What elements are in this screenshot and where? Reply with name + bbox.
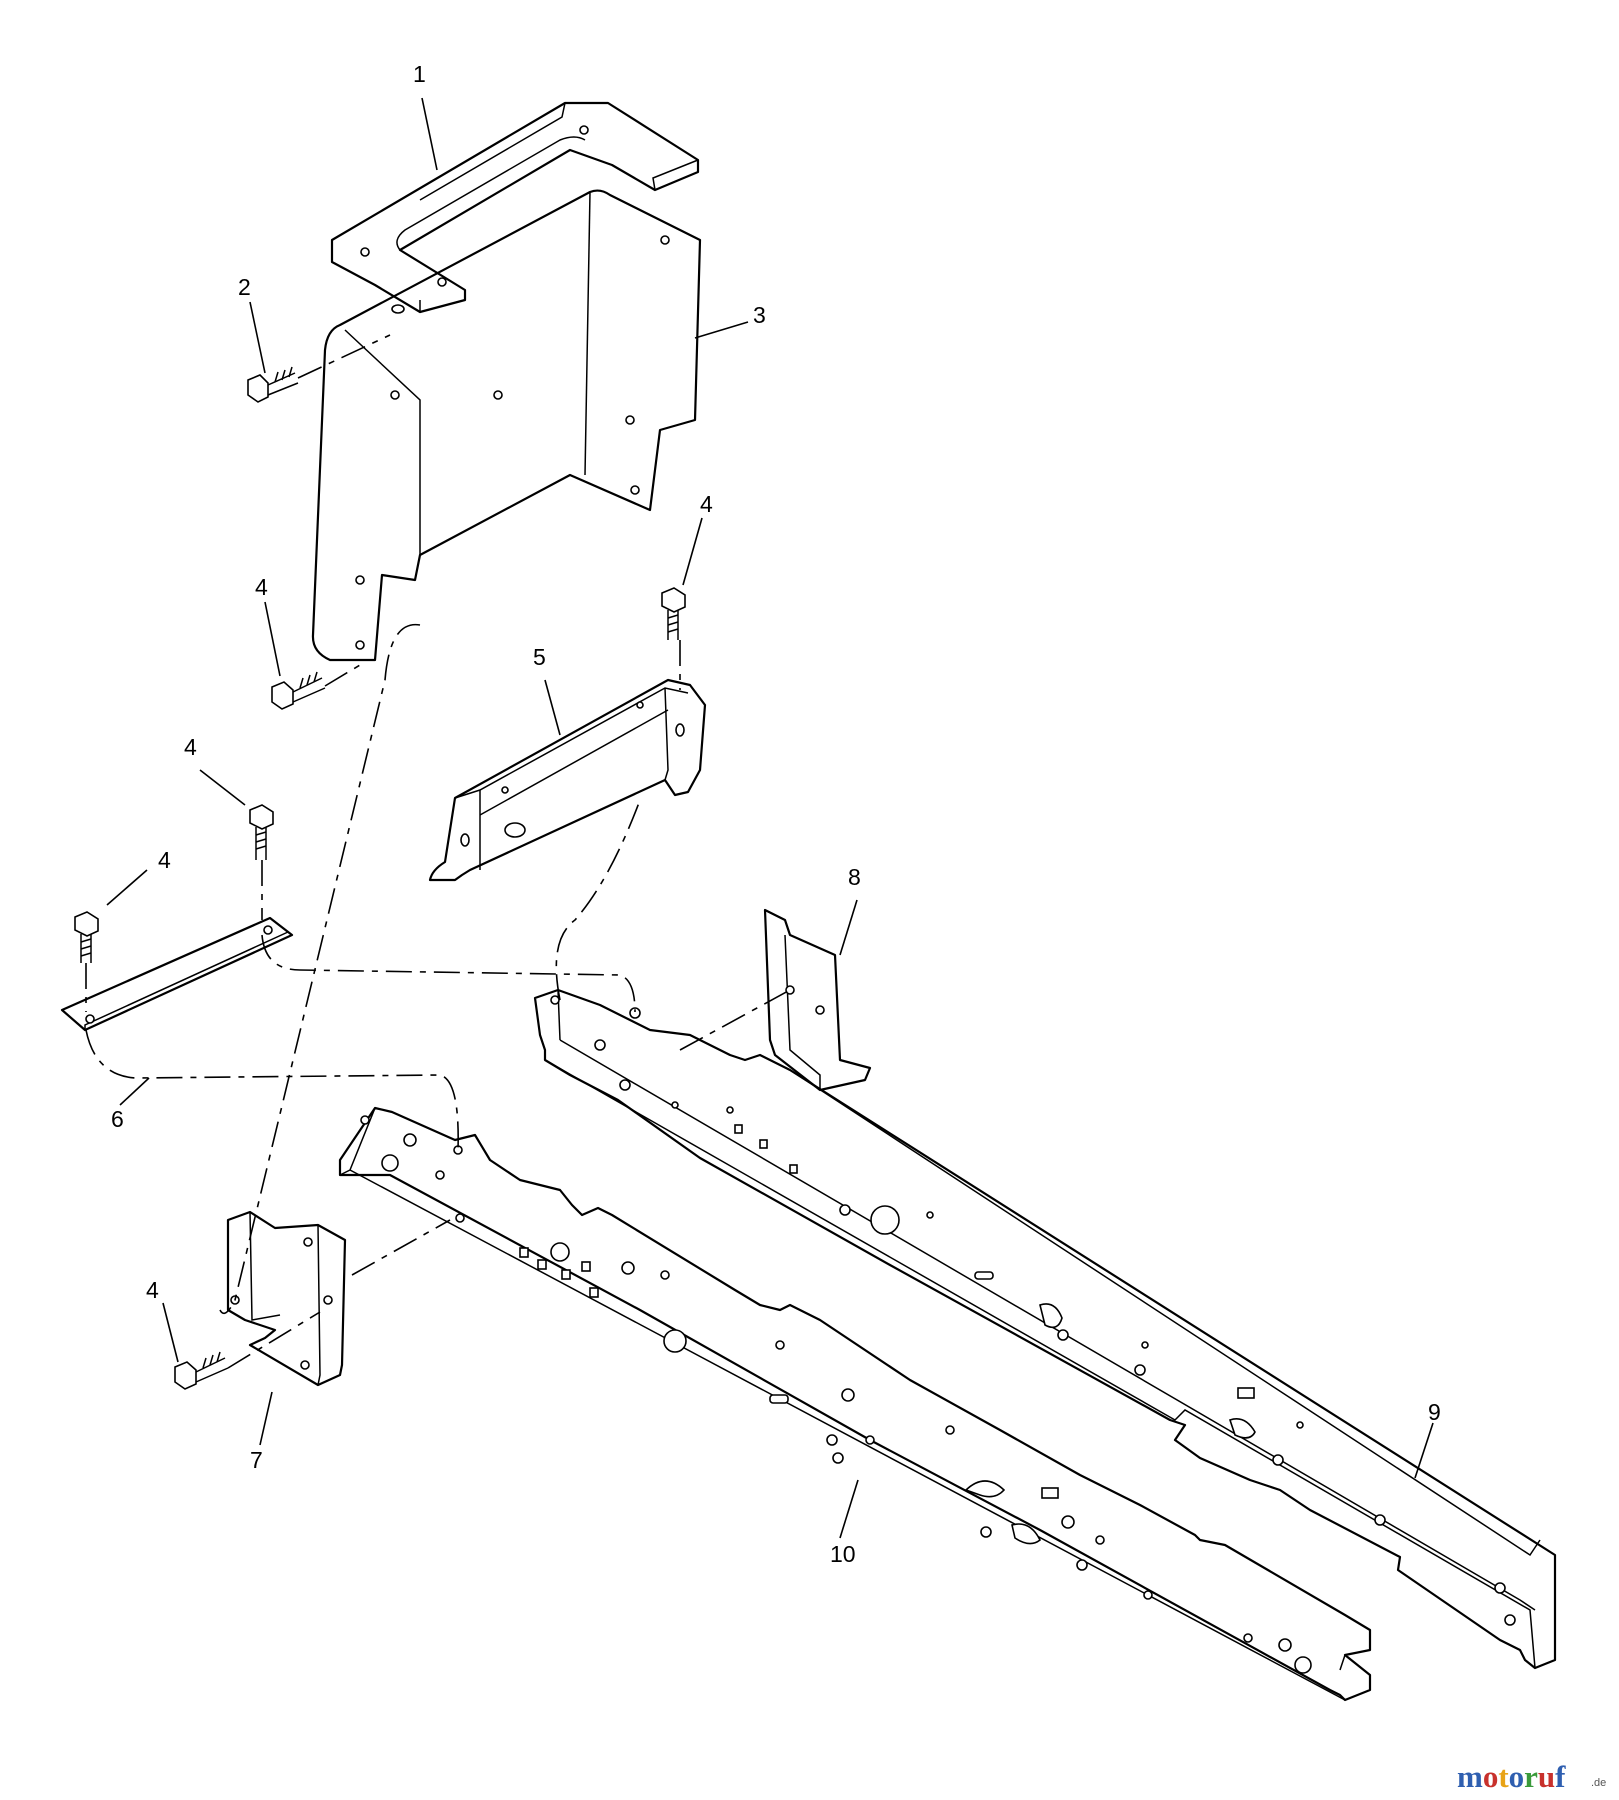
part-1-top-bracket bbox=[330, 101, 700, 314]
wm-letter: o bbox=[1509, 1759, 1525, 1794]
bolt-4-strap-left bbox=[74, 911, 99, 963]
bolt-4-bracket-7 bbox=[174, 1351, 229, 1390]
watermark-logo: motoruf .de bbox=[1457, 1759, 1606, 1794]
callout-8: 8 bbox=[848, 864, 861, 890]
callout-5: 5 bbox=[533, 644, 546, 670]
callout-1: 1 bbox=[413, 61, 426, 87]
svg-text:motoruf: motoruf bbox=[1457, 1759, 1566, 1794]
wm-letter: o bbox=[1483, 1759, 1499, 1794]
wm-letter: t bbox=[1498, 1759, 1509, 1794]
wm-letter: u bbox=[1538, 1759, 1555, 1794]
callout-4-strap-right: 4 bbox=[184, 734, 197, 760]
callout-7: 7 bbox=[250, 1447, 263, 1473]
part-6-strap bbox=[60, 916, 294, 1032]
callout-2: 2 bbox=[238, 274, 251, 300]
part-8-bracket bbox=[763, 908, 872, 1092]
callout-10: 10 bbox=[830, 1541, 856, 1567]
wm-letter: r bbox=[1524, 1759, 1538, 1794]
callout-labels: 1 2 3 4 4 5 4 4 6 8 4 7 9 10 bbox=[111, 61, 1441, 1567]
callout-9: 9 bbox=[1428, 1399, 1441, 1425]
bolt-4-top-shroud bbox=[271, 671, 326, 710]
wm-letter: m bbox=[1457, 1759, 1483, 1794]
callout-4-shroud: 4 bbox=[255, 574, 268, 600]
bolt-4-bracket-5 bbox=[661, 587, 686, 640]
assembly-lines bbox=[85, 334, 791, 1369]
bolt-4-strap-right bbox=[249, 804, 274, 860]
callout-4-strap-left: 4 bbox=[158, 847, 171, 873]
callout-4-bracket-5: 4 bbox=[700, 491, 713, 517]
part-7-bracket bbox=[226, 1210, 347, 1387]
part-3-shroud bbox=[311, 189, 702, 662]
bolt-2 bbox=[247, 366, 299, 403]
callout-3: 3 bbox=[753, 302, 766, 328]
callout-4-bracket-7: 4 bbox=[146, 1277, 159, 1303]
leader-lines bbox=[106, 97, 1434, 1539]
part-5-cross-bracket bbox=[428, 678, 707, 882]
wm-letter: f bbox=[1555, 1759, 1566, 1794]
part-10-frame-rail-left bbox=[338, 1106, 1372, 1702]
part-9-frame-rail-right bbox=[533, 988, 1557, 1670]
callout-6: 6 bbox=[111, 1106, 124, 1132]
wm-suffix: .de bbox=[1591, 1777, 1606, 1789]
